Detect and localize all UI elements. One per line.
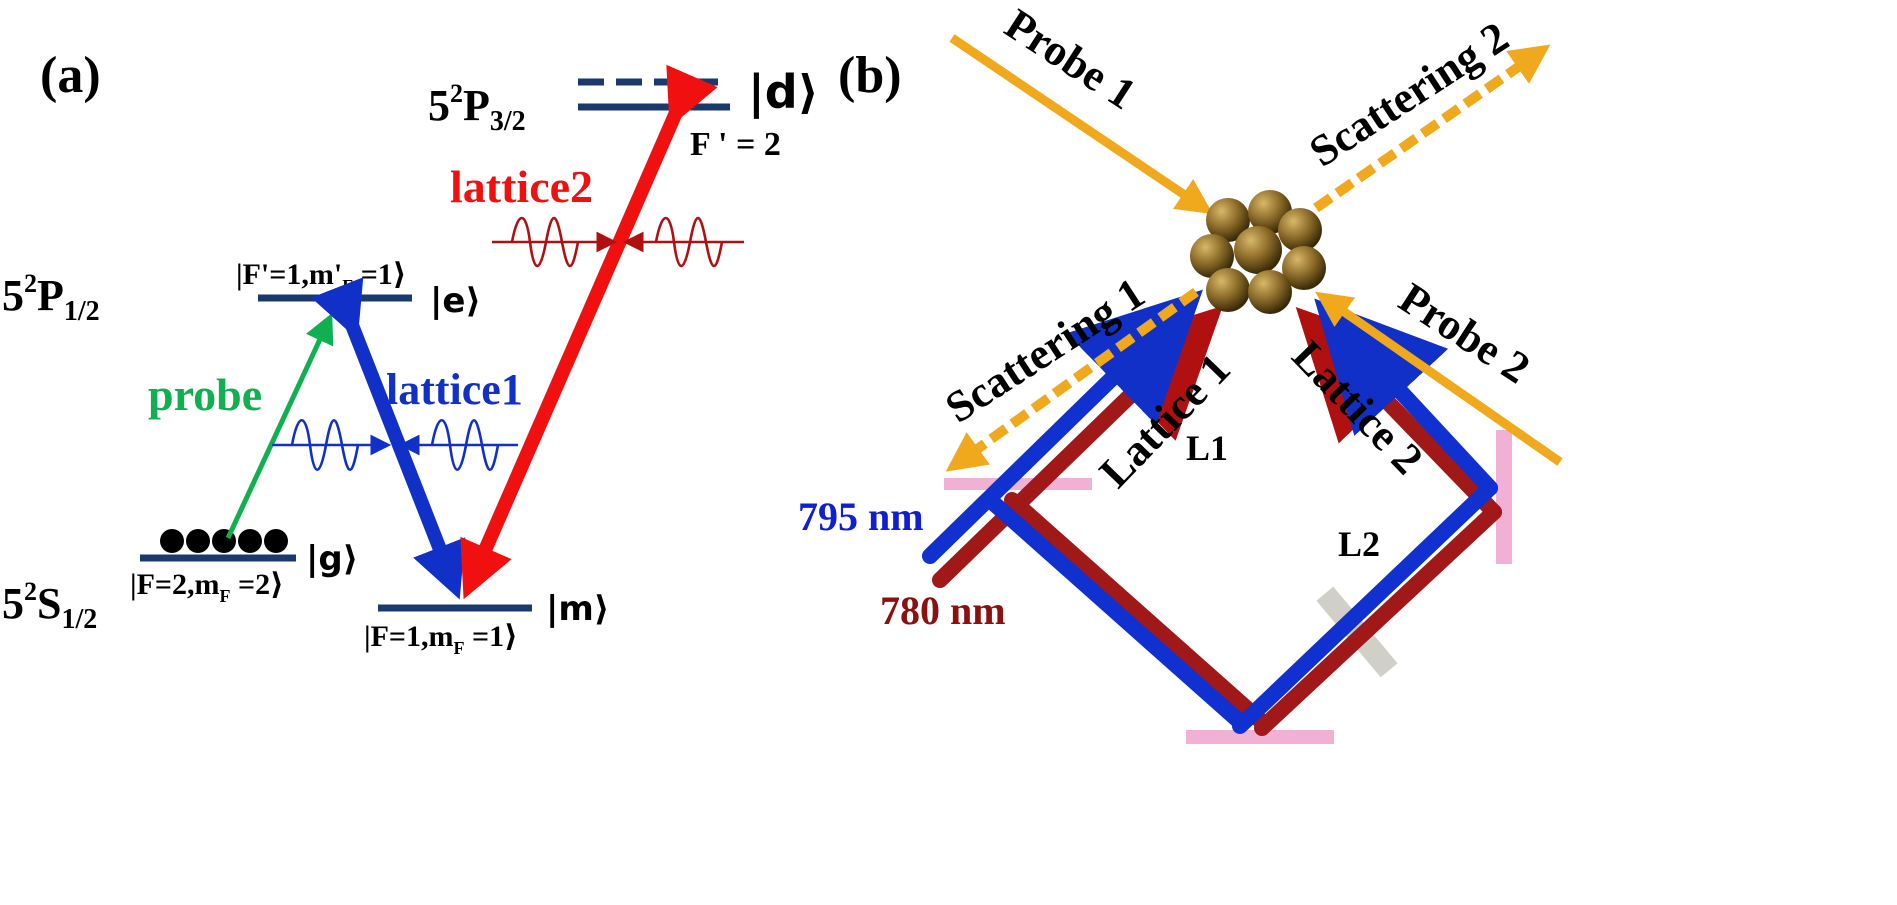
ket-g: |g⟩ bbox=[306, 539, 358, 579]
panel-a-label: (a) bbox=[40, 47, 101, 104]
probe-transition-arrow bbox=[225, 312, 334, 540]
mirror-right bbox=[1496, 430, 1512, 564]
probe-2-label: Probe 2 bbox=[1391, 273, 1539, 393]
panel-b-label: (b) bbox=[838, 47, 902, 104]
lattice1-transition-arrow bbox=[311, 277, 466, 600]
lattice-795-beams bbox=[922, 289, 1498, 734]
atom-cloud bbox=[1190, 190, 1326, 314]
probe-label: probe bbox=[148, 369, 262, 420]
lattice2-wave-right bbox=[622, 216, 744, 268]
note-e: |F'=1,m'F =1⟩ bbox=[236, 258, 407, 296]
note-g: |F=2,mF =2⟩ bbox=[130, 568, 284, 606]
probe-1-label: Probe 1 bbox=[997, 0, 1145, 119]
probe-1-beam bbox=[949, 34, 1213, 215]
lattice2-transition-arrow bbox=[460, 64, 718, 600]
lens-l2-label: L2 bbox=[1338, 524, 1380, 564]
note-d: F ' = 2 bbox=[690, 126, 781, 163]
note-m: |F=1,mF =1⟩ bbox=[364, 620, 518, 658]
ket-m: |m⟩ bbox=[546, 589, 609, 629]
lattice1-wave-left bbox=[272, 419, 392, 471]
wavelength-795-label: 795 nm bbox=[798, 494, 924, 539]
lattice1-wave-right bbox=[398, 419, 518, 471]
scattering-2-label: Scattering 2 bbox=[1301, 12, 1517, 176]
lattice2-wave-left bbox=[492, 216, 618, 268]
probe-2-beam bbox=[1315, 291, 1563, 466]
ket-e: |e⟩ bbox=[430, 281, 481, 321]
state-label-s12: 52S1/2 bbox=[2, 577, 97, 635]
wavelength-780-label: 780 nm bbox=[880, 588, 1006, 633]
atom-population bbox=[160, 529, 288, 553]
lattice1-label: lattice1 bbox=[386, 365, 523, 414]
scattering-1-beam bbox=[945, 287, 1199, 472]
mirror-left bbox=[944, 478, 1092, 490]
scattering-2-beam bbox=[1313, 44, 1551, 213]
ket-d: |d⟩ bbox=[748, 65, 819, 120]
mirror-bottom bbox=[1186, 730, 1334, 744]
state-label-p32: 52P3/2 bbox=[428, 79, 526, 137]
lens-l1-label: L1 bbox=[1186, 428, 1228, 468]
lattice2-label: lattice2 bbox=[450, 161, 593, 212]
state-label-p12: 52P1/2 bbox=[2, 269, 100, 327]
